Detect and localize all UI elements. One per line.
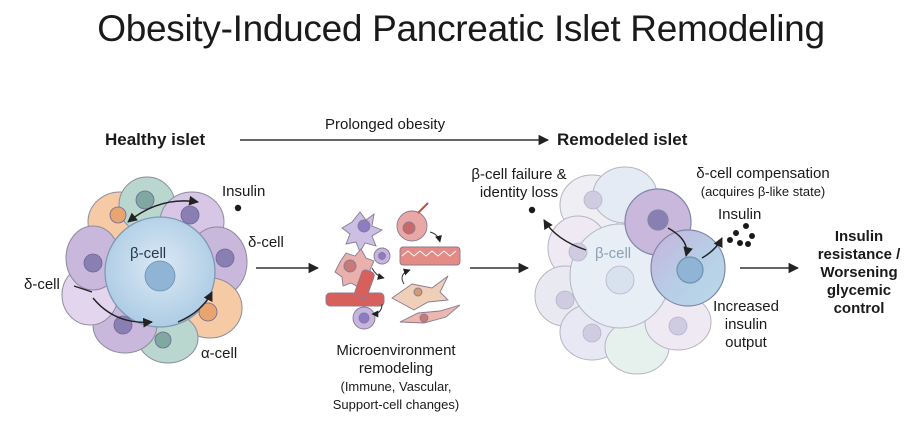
delta-compensation-sublabel: (acquires β-like state) bbox=[700, 184, 826, 199]
transition-label: Prolonged obesity bbox=[325, 116, 446, 133]
micro-line3: (Immune, Vascular, bbox=[340, 379, 452, 394]
micro-line1: Microenvironment bbox=[336, 342, 456, 359]
delta-cell-left-label: δ-cell bbox=[24, 276, 60, 293]
outcome-line1: Insulin bbox=[834, 228, 884, 245]
outcome-line2: resistance / bbox=[817, 246, 901, 263]
micro-line4: Support-cell changes) bbox=[332, 397, 460, 412]
remodeled-islet-heading: Remodeled islet bbox=[557, 130, 688, 149]
secreted-insulin-granules bbox=[727, 223, 755, 247]
outcome-line4: glycemic bbox=[826, 282, 892, 299]
lost-insulin-granule bbox=[528, 206, 536, 214]
insulin-label: Insulin bbox=[222, 183, 266, 200]
increased-line3: output bbox=[725, 334, 767, 351]
beta-cell-label: β-cell bbox=[130, 245, 167, 262]
outcome-label: Insulin resistance / Worsening glycemic … bbox=[803, 228, 915, 318]
failure-line2: identity loss bbox=[479, 184, 559, 201]
delta-left-pointer bbox=[73, 285, 93, 293]
alpha-cell-label: α-cell bbox=[201, 345, 238, 362]
outcome-line5: control bbox=[833, 300, 885, 317]
healthy-islet-heading: Healthy islet bbox=[105, 130, 206, 149]
remodeled-insulin-label: Insulin bbox=[718, 206, 762, 223]
diagram-title: Obesity-Induced Pancreatic Islet Remodel… bbox=[97, 8, 825, 49]
increased-line1: Increased bbox=[713, 298, 779, 315]
delta-cell-right-label: δ-cell bbox=[248, 234, 284, 251]
faded-beta-cell-label: β-cell bbox=[595, 245, 632, 262]
insulin-granule bbox=[234, 204, 242, 212]
remodeled-faded-nuclei bbox=[555, 190, 688, 343]
increased-line2: insulin bbox=[724, 316, 768, 333]
delta-compensation-label: δ-cell compensation bbox=[696, 165, 830, 182]
outcome-line3: Worsening bbox=[820, 264, 898, 281]
failure-line1: β-cell failure & bbox=[471, 166, 567, 183]
microenvironment-label: Microenvironment remodeling (Immune, Vas… bbox=[316, 342, 476, 414]
delta-compensation-cells bbox=[624, 188, 726, 307]
beta-failure-label: β-cell failure & identity loss bbox=[454, 166, 584, 202]
microenvironment-illustration bbox=[325, 202, 461, 330]
increased-output-label: Increased insulin output bbox=[706, 298, 786, 352]
micro-arrows bbox=[371, 231, 442, 318]
micro-line2: remodeling bbox=[358, 360, 434, 377]
